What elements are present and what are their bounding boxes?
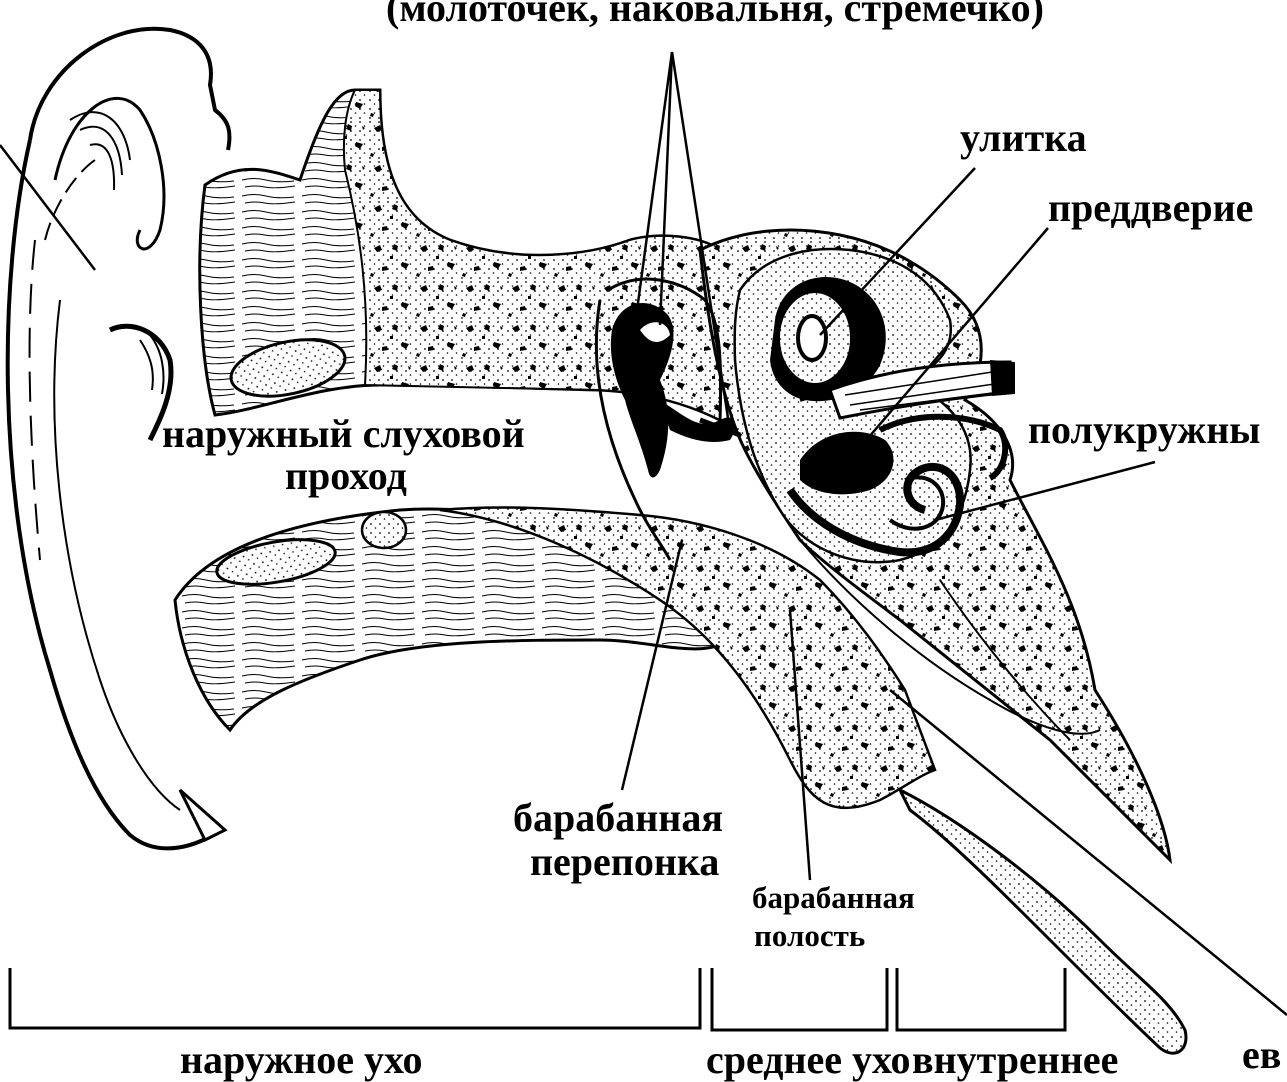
middle-ear-bracket — [712, 968, 887, 1030]
cochlea-label: улитка — [960, 118, 1087, 158]
middle-ear-label: среднее ухо — [706, 1040, 911, 1080]
inner-ear-bracket — [897, 968, 1065, 1030]
ear-canal-label-line1: наружный слуховой — [162, 414, 525, 454]
eardrum-label-line2: перепонка — [530, 842, 719, 882]
tympanic-cavity-label-line2: полость — [754, 920, 865, 951]
ear-section-brackets — [10, 968, 1065, 1030]
ear-canal-label-line2: проход — [285, 456, 407, 496]
eardrum-label-line1: барабанная — [513, 798, 723, 838]
tympanic-cavity-label-line1: барабанная — [752, 882, 915, 913]
eustachian-tube-label: ев — [1242, 1035, 1281, 1075]
semicircular-canals-label: полукружны — [1028, 410, 1260, 450]
outer-ear-bracket — [10, 968, 700, 1028]
outer-ear-label: наружное ухо — [180, 1040, 423, 1080]
ossicles-label: (молоточек, наковальня, стремечко) — [386, 0, 1044, 28]
vestibule-label: преддверие — [1048, 188, 1253, 228]
inner-ear-label: внутреннее — [912, 1040, 1118, 1080]
